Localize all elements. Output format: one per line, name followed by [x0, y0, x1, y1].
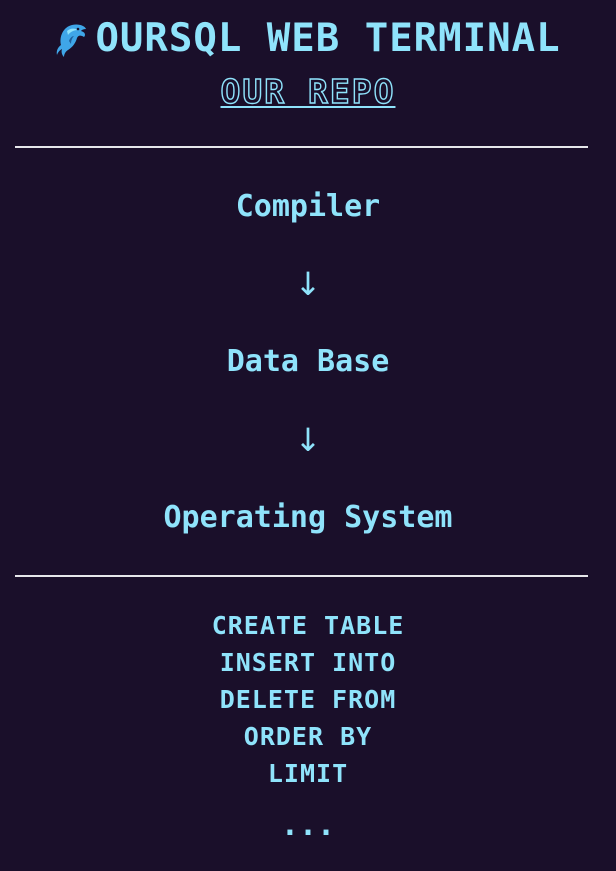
down-arrow-icon: ↓ — [294, 265, 322, 303]
repo-link[interactable]: OUR REPO — [220, 71, 396, 111]
command-item: LIMIT — [267, 759, 349, 788]
command-item: CREATE TABLE — [211, 611, 405, 640]
command-item: INSERT INTO — [219, 648, 397, 677]
title-row: OURSQL WEB TERMINAL — [0, 14, 616, 64]
more-ellipsis: ... — [280, 808, 336, 843]
command-item: DELETE FROM — [219, 685, 397, 714]
command-list: CREATE TABLE INSERT INTO DELETE FROM ORD… — [0, 607, 616, 792]
command-item: ORDER BY — [243, 722, 373, 751]
page-header: OURSQL WEB TERMINAL OUR REPO — [0, 14, 616, 112]
top-divider — [15, 146, 588, 148]
layer-database: Data Base — [226, 344, 390, 379]
down-arrow-icon: ↓ — [294, 421, 322, 459]
dolphin-icon — [57, 24, 87, 57]
app-title: OURSQL WEB TERMINAL — [95, 16, 561, 61]
layer-operating-system: Operating System — [163, 500, 453, 535]
layer-compiler: Compiler — [235, 189, 381, 224]
bottom-divider — [15, 575, 588, 577]
